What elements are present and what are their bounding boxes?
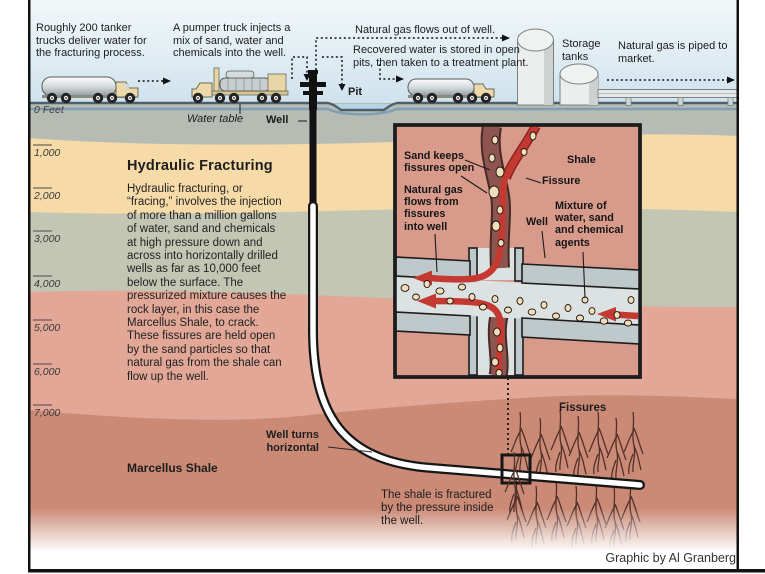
depth-1000: 1,000 — [34, 147, 61, 159]
pumper-truck — [191, 67, 289, 104]
pumper-note: A pumper truck injects a mix of sand, wa… — [173, 22, 291, 60]
depth-7000: 7,000 — [34, 407, 61, 419]
piped-note: Natural gas is piped to market. — [618, 40, 728, 65]
credit-line: Graphic by Al Granberg — [605, 551, 736, 565]
flow-connectors — [138, 37, 727, 84]
depth-ticks — [33, 144, 52, 406]
depth-zero-label: 0 Feet — [34, 104, 64, 116]
water-table-line — [29, 107, 738, 116]
depth-6000: 6,000 — [34, 366, 61, 378]
depth-3000: 3,000 — [34, 233, 61, 245]
flow-arrowheads — [163, 34, 735, 91]
marcellus-shale-label: Marcellus Shale — [127, 461, 218, 475]
main-title: Hydraulic Fracturing — [127, 158, 273, 174]
well-bore — [308, 106, 645, 490]
main-body: Hydraulic fracturing, or “fracing,” invo… — [127, 183, 287, 383]
gas-out-note: Natural gas flows out of well. — [355, 24, 496, 36]
inset-gas-flows-label: Natural gas flows from fissures into wel… — [404, 184, 463, 233]
sand-particles — [400, 131, 635, 376]
tanker-truck — [41, 76, 139, 104]
storage-tanks — [517, 28, 599, 106]
fracture-inset — [393, 123, 642, 379]
well-surface-label: Well — [266, 114, 289, 126]
fracture-note: The shale is fractured by the pressure i… — [381, 489, 494, 527]
depth-4000: 4,000 — [34, 278, 61, 290]
gas-pipeline — [597, 89, 738, 106]
storage-tanks-label: Storage tanks — [562, 38, 601, 63]
fissures-label: Fissures — [559, 402, 607, 414]
depth-5000: 5,000 — [34, 322, 61, 334]
tanker-note: Roughly 200 tanker trucks deliver water … — [36, 22, 147, 60]
recovered-note: Recovered water is stored in open pits, … — [353, 44, 529, 69]
depth-2000: 2,000 — [34, 190, 61, 202]
pointer-lines — [239, 104, 373, 453]
well-turns-label: Well turns horizontal — [266, 429, 319, 454]
inset-well-label: Well — [526, 216, 548, 228]
wellhead — [300, 70, 326, 110]
frame-border — [28, 0, 765, 573]
inset-shale-label: Shale — [567, 154, 596, 166]
water-removal-truck — [407, 78, 495, 104]
fracture-zoom-square — [500, 453, 532, 485]
water-table-label: Water table — [187, 113, 244, 125]
pit-label: Pit — [348, 86, 363, 98]
ground-surface — [29, 101, 738, 112]
inset-mixture-label: Mixture of water, sand and chemical agen… — [555, 200, 624, 249]
inset-sand-keeps-label: Sand keeps fissures open — [404, 150, 475, 175]
bottom-fade — [29, 508, 738, 570]
inset-fissure-label: Fissure — [542, 175, 581, 187]
